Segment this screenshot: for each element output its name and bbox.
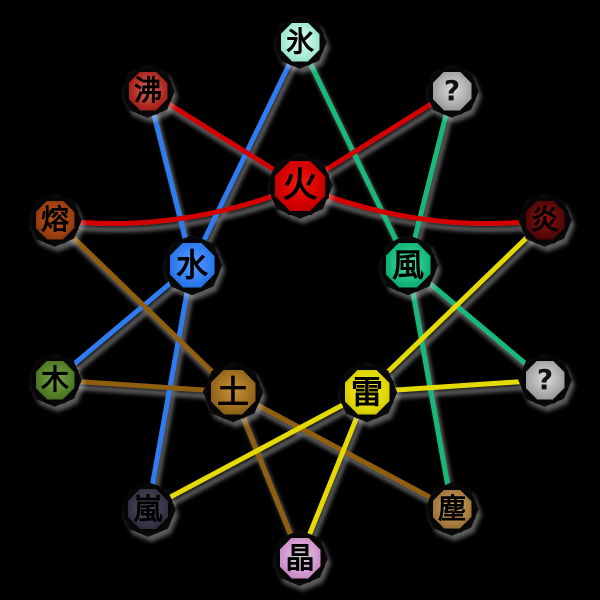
node-label-storm: 嵐: [133, 491, 163, 526]
octagon-fill: [432, 489, 472, 529]
octagon-fill: [210, 369, 256, 415]
octagon-fill: [344, 369, 390, 415]
node-water: 水: [166, 239, 219, 292]
node-lightning: 雷: [341, 366, 394, 419]
edge-blaze-fire: [297, 183, 548, 226]
node-unknown-top-right: ?: [429, 68, 476, 115]
octagon-fill: [525, 360, 565, 400]
octagon-fill: [275, 161, 325, 211]
octagon-fill: [280, 22, 320, 62]
octagon-fill: [385, 242, 431, 288]
node-label-unknown-top-right: ?: [443, 74, 461, 107]
octagon-fill: [279, 537, 321, 579]
edge-blaze-lightning: [364, 217, 548, 395]
node-boil: 沸: [125, 68, 172, 115]
edge-wood-earth: [52, 377, 236, 395]
node-storm: 嵐: [124, 485, 172, 533]
octagon-fill: [35, 200, 75, 240]
node-label-wood: 木: [40, 363, 69, 396]
edge-storm-lightning: [145, 389, 370, 512]
node-wood: 木: [32, 357, 79, 404]
connection-lines: [52, 39, 548, 561]
edge-crystal-lightning: [297, 389, 370, 561]
node-dust: 塵: [429, 486, 476, 533]
node-label-ice: 氷: [285, 25, 314, 58]
node-wind: 風: [382, 239, 435, 292]
node-fire: 火: [271, 157, 329, 215]
edge-lava-fire: [52, 183, 303, 226]
octagon-fill: [128, 71, 168, 111]
edge-lava-earth: [52, 217, 236, 395]
node-earth: 土: [207, 366, 260, 419]
node-label-fire: 火: [282, 165, 318, 206]
node-label-earth: 土: [216, 373, 249, 411]
edge-unknown-right-lightning: [364, 377, 548, 395]
node-lava: 熔: [32, 197, 79, 244]
node-label-boil: 沸: [133, 74, 162, 107]
octagon-fill: [432, 71, 472, 111]
node-label-crystal: 晶: [285, 540, 315, 575]
node-crystal: 晶: [276, 534, 325, 583]
octagon-fill: [525, 200, 565, 240]
node-blaze: 炎: [522, 197, 569, 244]
octagon-fill: [35, 360, 75, 400]
edge-boil-water: [145, 88, 195, 268]
node-label-water: 水: [175, 246, 208, 284]
edge-unknown-top-right-wind: [405, 88, 455, 268]
octagon-fill: [169, 242, 215, 288]
node-unknown-right: ?: [522, 357, 569, 404]
node-label-lava: 熔: [40, 203, 69, 236]
node-ice: 氷: [277, 19, 324, 66]
node-label-dust: 塵: [437, 492, 466, 525]
octagon-fill: [128, 489, 168, 529]
node-label-lightning: 雷: [350, 373, 383, 411]
edge-unknown-right-wind: [405, 262, 548, 383]
node-label-blaze: 炎: [530, 203, 559, 236]
edge-crystal-earth: [230, 389, 303, 561]
node-label-wind: 風: [391, 246, 424, 284]
node-label-unknown-right: ?: [536, 363, 554, 396]
edge-wood-water: [52, 262, 195, 383]
